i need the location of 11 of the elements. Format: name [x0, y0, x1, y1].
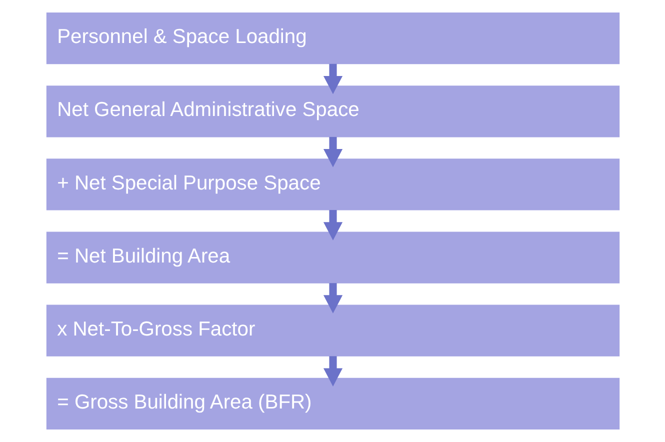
- arrow: [322, 136, 342, 168]
- node-box: x Net-To-Gross Factor: [46, 304, 620, 356]
- node-box: = Net Building Area: [46, 232, 620, 284]
- arrow: [322, 356, 342, 386]
- node-box: Personnel & Space Loading: [46, 12, 620, 64]
- arrow: [322, 64, 342, 94]
- node-box: Net General Administrative Space: [46, 86, 620, 138]
- node-box: + Net Special Purpose Space: [46, 158, 620, 210]
- arrow: [322, 283, 342, 314]
- node-box: = Gross Building Area (BFR): [46, 378, 620, 430]
- arrow: [322, 210, 342, 240]
